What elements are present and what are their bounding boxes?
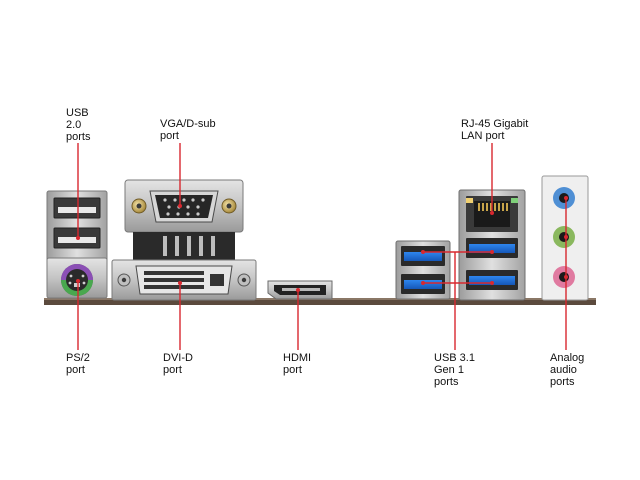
label-usb2: USB 2.0 ports xyxy=(66,107,91,143)
label-dvi: DVI-D port xyxy=(163,352,193,376)
label-ps2: PS/2 port xyxy=(66,352,90,376)
label-hdmi: HDMI port xyxy=(283,352,312,376)
label-usb31: USB 3.1 Gen 1 ports xyxy=(434,352,475,388)
callout-dots xyxy=(76,196,568,292)
dvi-port xyxy=(111,259,257,301)
pcb-strip xyxy=(44,299,596,305)
label-vga: VGA/D-sub port xyxy=(160,118,216,142)
label-audio: Analog audio ports xyxy=(550,352,585,388)
label-rj45: RJ-45 Gigabit LAN port xyxy=(461,118,529,142)
ps2-port xyxy=(46,257,108,299)
callout-lines xyxy=(77,143,567,350)
usb31-ports-left xyxy=(395,240,451,300)
vga-port xyxy=(124,179,244,260)
callout-usb31 xyxy=(423,251,492,350)
rj45-usb-stack xyxy=(458,189,526,301)
